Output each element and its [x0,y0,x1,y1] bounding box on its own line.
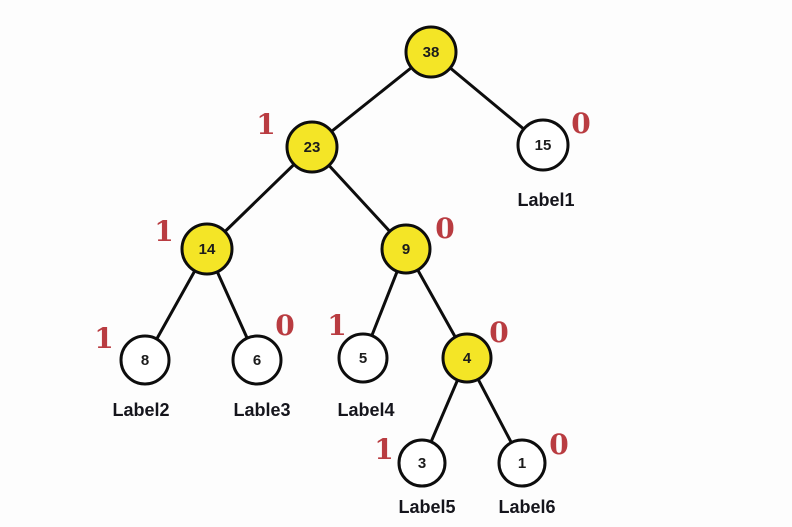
node-3 [397,438,447,488]
node-value-6: 6 [253,352,261,369]
node-value-8: 8 [141,352,149,369]
node-23 [285,120,339,174]
leaf-label-2: Label2 [112,400,169,420]
leaf-label-3: Lable3 [233,400,290,420]
edge-code-23-9: 0 [435,212,454,245]
node-4 [441,332,493,384]
leaf-label-6: Label6 [498,497,555,517]
edge-code-38-23: 1 [256,108,275,141]
edge-code-38-15: 0 [571,107,590,140]
leaf-label-5: Label5 [398,497,455,517]
edge-code-14-6: 0 [275,309,294,342]
node-value-5: 5 [359,350,367,367]
edge-code-4-1: 0 [549,428,568,461]
node-5 [337,332,389,384]
node-15 [516,118,570,172]
node-value-1: 1 [518,455,526,472]
edge-code-9-4: 0 [489,316,508,349]
node-value-15: 15 [535,137,552,154]
node-value-23: 23 [304,139,321,156]
node-value-14: 14 [199,241,216,258]
edge-code-14-8: 1 [94,322,113,355]
leaf-label-4: Label4 [337,400,394,420]
leaf-label-1: Label1 [517,190,574,210]
node-8 [119,334,171,386]
node-9 [380,223,432,275]
node-1 [497,438,547,488]
edge-code-9-5: 1 [327,309,346,342]
node-6 [231,334,283,386]
edge-code-4-3: 1 [374,433,393,466]
edge-code-23-14: 1 [154,215,173,248]
node-value-3: 3 [418,455,426,472]
node-38 [404,25,458,79]
node-value-38: 38 [423,44,440,61]
node-value-4: 4 [463,350,472,367]
node-14 [180,222,234,276]
node-value-9: 9 [402,241,410,258]
